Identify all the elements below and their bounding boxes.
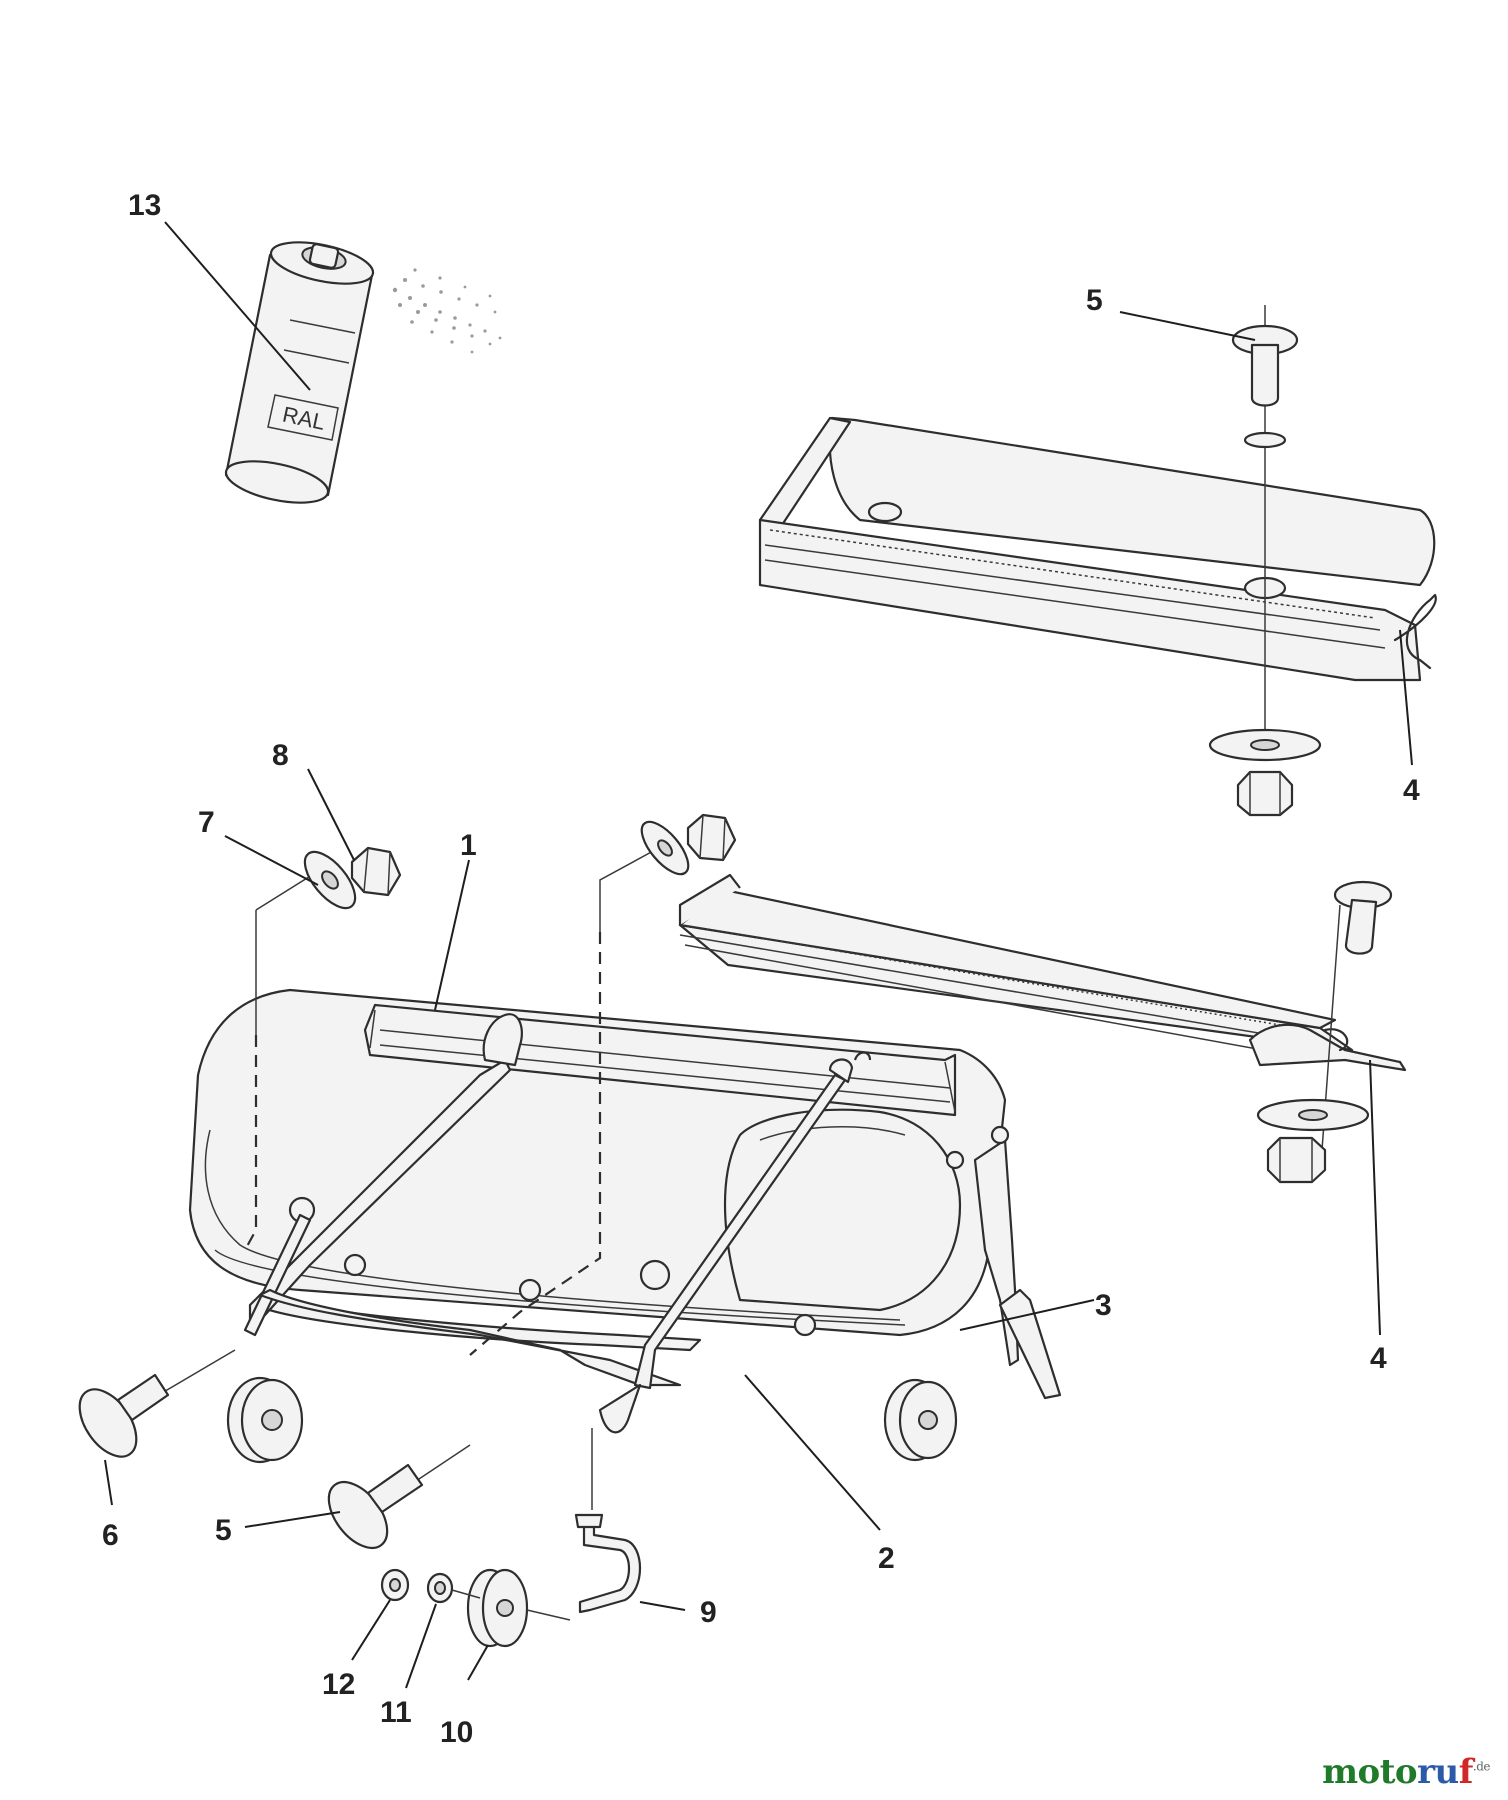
motoruf-watermark: motoruf.de xyxy=(1322,1752,1490,1792)
washer-icon xyxy=(1243,431,1287,449)
callout-4-bottom: 4 xyxy=(1370,1342,1387,1375)
washer-icon xyxy=(1208,728,1322,762)
spray-mist xyxy=(392,268,502,354)
callout-11: 11 xyxy=(380,1696,412,1729)
callout-5-top: 5 xyxy=(1086,284,1103,317)
washer-icon xyxy=(426,1572,454,1604)
callout-7: 7 xyxy=(198,806,215,839)
callout-4-top: 4 xyxy=(1403,774,1420,807)
callout-10: 10 xyxy=(440,1716,473,1749)
wheel-icon xyxy=(466,1568,529,1648)
callout-6: 6 xyxy=(102,1519,119,1552)
brush-strip xyxy=(678,873,1407,1072)
callout-8: 8 xyxy=(272,739,289,772)
carriage-bolt-icon xyxy=(327,1463,424,1549)
washer-icon xyxy=(1256,1098,1370,1132)
nut-icon xyxy=(1266,1136,1327,1184)
nut-icon xyxy=(686,813,737,862)
callout-12: 12 xyxy=(322,1668,355,1701)
hopper-body xyxy=(188,988,1007,1352)
watermark-part-c: f xyxy=(1458,1752,1474,1792)
washer-icon xyxy=(380,1568,410,1602)
wheel-icon xyxy=(226,1376,304,1464)
carriage-bolt-icon xyxy=(78,1373,170,1458)
spray-can-icon: RAL xyxy=(224,241,502,504)
washer-icon xyxy=(640,820,690,876)
carriage-bolt-icon xyxy=(1231,324,1299,407)
washer-icon xyxy=(303,850,357,910)
watermark-part-a: moto xyxy=(1322,1752,1418,1792)
wheel-icon xyxy=(883,1378,958,1462)
profile-rail-upper xyxy=(758,416,1437,682)
callout-5-bottom: 5 xyxy=(215,1514,232,1547)
nut-icon xyxy=(350,846,402,897)
callout-2: 2 xyxy=(878,1542,895,1575)
frame-bar xyxy=(243,1013,872,1434)
leader-lines xyxy=(104,221,1413,1689)
watermark-suffix: .de xyxy=(1472,1759,1491,1774)
callout-13: 13 xyxy=(128,189,161,222)
nut-icon xyxy=(1236,770,1294,817)
watermark-part-b: ru xyxy=(1417,1752,1459,1792)
carriage-bolt-icon xyxy=(1333,880,1393,955)
callout-9: 9 xyxy=(700,1596,717,1629)
axle-icon xyxy=(574,1428,642,1614)
callout-1: 1 xyxy=(460,829,477,862)
callout-3: 3 xyxy=(1095,1289,1112,1322)
